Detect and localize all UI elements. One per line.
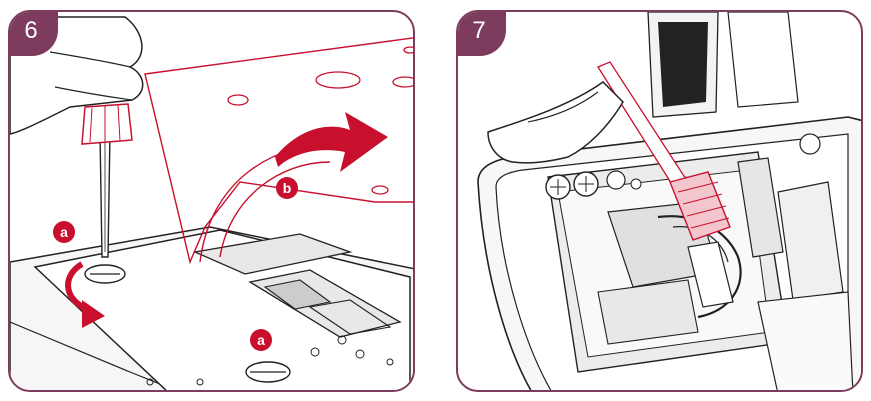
step-7-panel: 7 — [456, 10, 863, 392]
callout-b-lift: b — [276, 177, 298, 199]
stitch-plate-removal-illustration — [10, 16, 413, 390]
step-6-panel: 6 a b a — [8, 10, 415, 392]
hand-icon — [487, 81, 624, 164]
lift-arrow-icon — [275, 112, 388, 172]
feed-dog-icon — [192, 233, 353, 275]
bobbin-area-cleaning-illustration — [477, 12, 861, 390]
stitch-plate-icon — [33, 229, 411, 390]
lifted-stitch-plate-outline-icon — [144, 37, 413, 265]
callout-a-screwdriver: a — [53, 221, 75, 243]
step-number-badge: 6 — [10, 12, 58, 56]
callout-a-screw: a — [250, 329, 272, 351]
step-number-badge: 7 — [458, 12, 506, 56]
